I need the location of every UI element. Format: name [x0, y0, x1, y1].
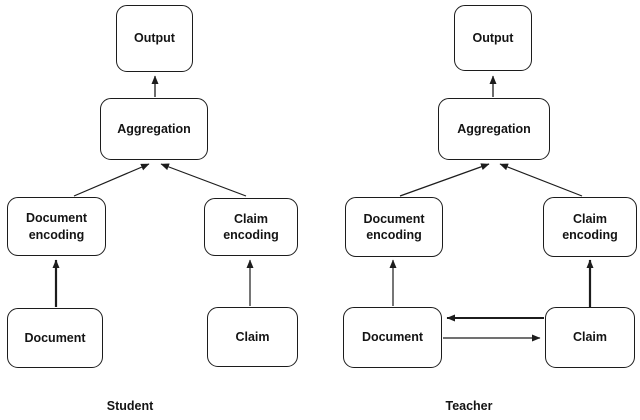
teacher-claim-encoding-label: Claim encoding: [562, 211, 618, 242]
student-output-node: Output: [116, 5, 193, 72]
teacher-claim-encoding-node: Claim encoding: [543, 197, 637, 257]
teacher-output-node: Output: [454, 5, 532, 71]
teacher-document-encoding-to-aggregation-arrow: [399, 163, 490, 197]
teacher-claim-node: Claim: [545, 307, 635, 368]
student-claim-label: Claim: [235, 329, 270, 344]
teacher-aggregation-label: Aggregation: [457, 121, 531, 136]
teacher-claim-encoding-to-aggregation-arrow: [499, 163, 583, 197]
teacher-document-label: Document: [361, 330, 424, 345]
student-panel-caption: Student: [106, 399, 154, 413]
teacher-output-label: Output: [472, 30, 514, 45]
student-document-label: Document: [24, 330, 86, 345]
teacher-document-encoding-label: Document encoding: [363, 211, 425, 242]
student-document-encoding-to-aggregation-arrow: [73, 163, 150, 197]
teacher-panel-caption: Teacher: [445, 399, 493, 413]
student-aggregation-label: Aggregation: [117, 121, 191, 136]
student-claim-node: Claim: [207, 307, 298, 367]
student-claim-encoding-to-aggregation-arrow: [160, 163, 247, 197]
teacher-document-node: Document: [343, 307, 442, 368]
teacher-document-encoding-node: Document encoding: [345, 197, 443, 257]
teacher-aggregation-node: Aggregation: [438, 98, 550, 160]
student-document-encoding-node: Document encoding: [7, 197, 106, 256]
teacher-claim-label: Claim: [572, 330, 608, 345]
student-aggregation-node: Aggregation: [100, 98, 208, 160]
student-output-label: Output: [134, 31, 175, 46]
student-claim-encoding-node: Claim encoding: [204, 198, 298, 256]
student-document-encoding-label: Document encoding: [25, 211, 88, 242]
student-document-node: Document: [7, 308, 103, 368]
student-claim-encoding-label: Claim encoding: [223, 211, 279, 242]
